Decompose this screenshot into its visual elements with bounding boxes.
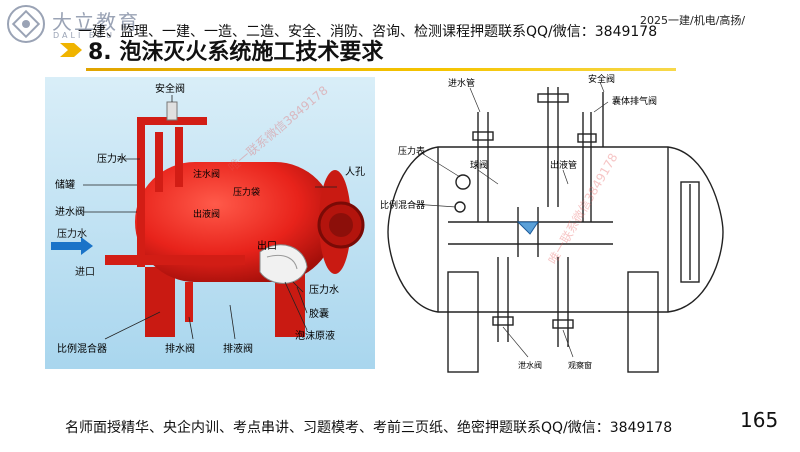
- label-bladder: 胶囊: [309, 307, 329, 320]
- slide-footer: 名师面授精华、央企内训、考点串讲、习题模考、考前三页纸、绝密押题联系QQ/微信：…: [65, 420, 673, 436]
- schematic-ball-valve: 球阀: [470, 159, 488, 171]
- schematic-outlet-pipe: 出液管: [550, 159, 577, 171]
- label-pressure-water-left: 压力水: [57, 227, 87, 240]
- title-arrow-icon: [60, 43, 82, 57]
- page-number: 165: [740, 408, 779, 432]
- label-safety-valve: 安全阀: [155, 82, 185, 95]
- schematic-safety-valve: 安全阀: [588, 73, 615, 85]
- label-proportioner: 比例混合器: [57, 342, 107, 355]
- top-banner-text: 一建、监理、一建、一造、二造、安全、消防、咨询、检测课程押题联系QQ/微信：38…: [78, 24, 658, 40]
- schematic-pressure-gauge: 压力表: [398, 145, 425, 157]
- logo-emblem-icon: [7, 5, 45, 43]
- label-discharge-valve: 排液阀: [223, 342, 253, 355]
- label-outlet: 出口: [257, 239, 277, 252]
- slide-title: 8. 泡沫灭火系统施工技术要求: [88, 40, 384, 65]
- label-bladder-small: 压力袋: [233, 186, 260, 198]
- label-tank: 储罐: [55, 178, 75, 191]
- foam-tank-schematic: 进水管 安全阀 囊体排气阀 压力表 球阀 出液管 比例混合器 泄水阀 观察窗: [378, 72, 726, 377]
- brand-name: 大立教育: [52, 10, 140, 34]
- label-water-valve: 注水阀: [193, 168, 220, 180]
- schematic-bladder-vent: 囊体排气阀: [612, 95, 657, 107]
- label-pressure-water-top: 压力水: [97, 152, 127, 165]
- label-outlet-valve: 出液阀: [193, 208, 220, 220]
- schematic-drain-valve: 泄水阀: [518, 360, 542, 370]
- schematic-inlet-pipe: 进水管: [448, 77, 475, 89]
- schematic-sight-glass: 观察窗: [568, 360, 592, 370]
- label-inlet: 进口: [75, 266, 95, 278]
- title-underline: [86, 68, 676, 71]
- brand-logo: 大立教育 DALI EDU: [6, 4, 146, 44]
- label-drain-valve: 排水阀: [165, 342, 195, 355]
- label-foam-liquid: 泡沫原液: [295, 329, 335, 342]
- label-manhole: 人孔: [345, 166, 365, 178]
- brand-subtitle: DALI EDU: [53, 31, 115, 40]
- course-tag: 2025一建/机电/高扬/: [640, 14, 746, 27]
- label-inlet-valve: 进水阀: [55, 205, 85, 218]
- foam-tank-photo-diagram: 安全阀 压力水 储罐 进水阀 压力水 进口 比例混合器 注水阀 出液阀 压力袋 …: [45, 77, 375, 369]
- schematic-proportioner: 比例混合器: [380, 199, 425, 211]
- label-pressure-water-right: 压力水: [309, 283, 339, 296]
